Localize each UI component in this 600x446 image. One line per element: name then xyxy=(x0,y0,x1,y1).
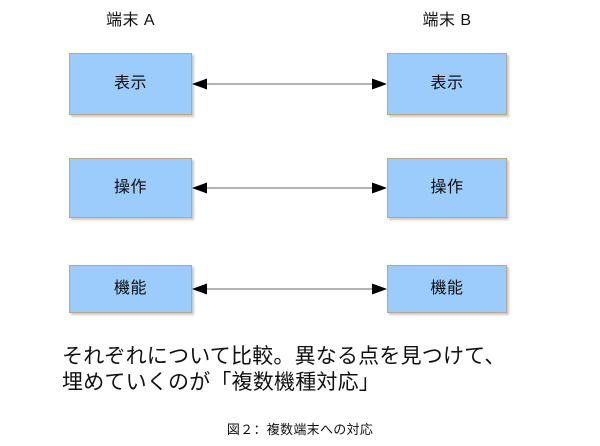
double-arrow-icon xyxy=(192,78,387,90)
column-header-terminal-a: 端末 A xyxy=(105,12,156,29)
node-label-left-function: 機能 xyxy=(113,280,147,297)
node-box-left-function: 機能 xyxy=(69,265,192,313)
node-box-right-operation: 操作 xyxy=(387,158,507,218)
node-box-right-function: 機能 xyxy=(387,265,507,313)
body-caption: それぞれについて比較。異なる点を見つけて、 埋めていくのが「複数機種対応」 xyxy=(62,344,562,396)
node-box-left-operation: 操作 xyxy=(69,158,192,218)
node-label-right-operation: 操作 xyxy=(430,179,464,196)
connector-arrow-operation xyxy=(192,182,387,194)
node-label-right-function: 機能 xyxy=(430,280,464,297)
connector-arrow-display xyxy=(192,78,387,90)
double-arrow-icon xyxy=(192,283,387,295)
connector-arrow-function xyxy=(192,283,387,295)
column-header-terminal-b: 端末 B xyxy=(422,12,472,29)
node-box-left-display: 表示 xyxy=(69,53,192,115)
node-label-left-display: 表示 xyxy=(113,75,147,92)
body-caption-line-2: 埋めていくのが「複数機種対応」 xyxy=(62,371,380,394)
node-box-right-display: 表示 xyxy=(387,53,507,115)
figure-caption: 図２：複数端末への対応 xyxy=(226,422,374,437)
node-label-right-display: 表示 xyxy=(430,75,464,92)
node-label-left-operation: 操作 xyxy=(113,179,147,196)
body-caption-line-1: それぞれについて比較。異なる点を見つけて、 xyxy=(62,345,506,368)
double-arrow-icon xyxy=(192,182,387,194)
